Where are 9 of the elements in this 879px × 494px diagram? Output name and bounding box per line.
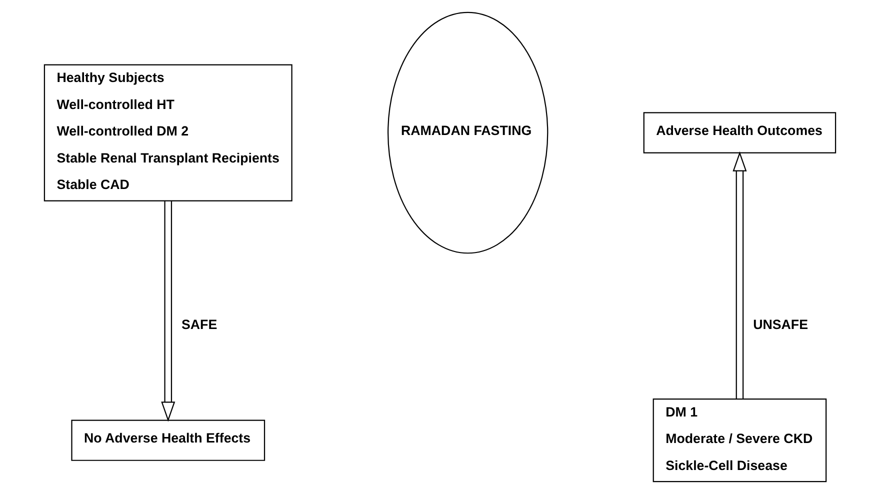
node-box: Adverse Health Outcomes [642,112,836,154]
node-box: No Adverse Health Effects [70,420,265,461]
arrow [732,151,746,399]
edge-label: SAFE [181,317,217,332]
edge-label: UNSAFE [752,317,808,332]
node-ellipse: RAMADAN FASTING [387,12,548,254]
node-box: DM 1 Moderate / Severe CKD Sickle-Cell Disease [652,398,826,482]
arrow [160,200,175,422]
node-box: Healthy Subjects Well-controlled HT Well-controlled DM 2 Stable Renal Transplant Recipients Stable CAD [43,64,292,202]
